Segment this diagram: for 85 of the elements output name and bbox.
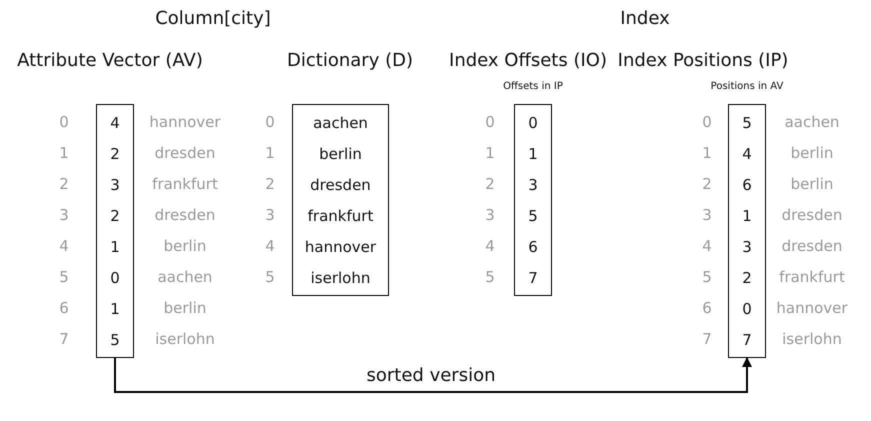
row-index: 2	[265, 174, 275, 194]
row-label: berlin	[790, 143, 834, 163]
row-index: 1	[702, 143, 712, 163]
cell-value: 5	[109, 330, 121, 350]
row-index: 2	[485, 174, 495, 194]
row-index: 5	[59, 267, 69, 287]
cell-value: hannover	[304, 237, 378, 257]
cell-value: 5	[741, 113, 753, 133]
row-index: 4	[485, 236, 495, 256]
column-subheading: Offsets in IP	[503, 81, 563, 92]
cell-value: 3	[741, 237, 753, 257]
row-index: 3	[485, 205, 495, 225]
row-label: hannover	[149, 112, 221, 132]
cell-value: frankfurt	[306, 206, 374, 226]
row-index: 6	[702, 298, 712, 318]
cell-value: 1	[109, 299, 121, 319]
column-heading: Index Positions (IP)	[618, 50, 788, 71]
column-heading: Attribute Vector (AV)	[17, 50, 203, 71]
row-label: dresden	[154, 143, 216, 163]
cell-value: 1	[527, 144, 539, 164]
row-label: dresden	[154, 205, 216, 225]
row-label: iserlohn	[782, 329, 842, 349]
row-index: 4	[59, 236, 69, 256]
column-heading: Dictionary (D)	[287, 50, 413, 71]
cell-value: 0	[109, 268, 121, 288]
row-index: 1	[265, 143, 275, 163]
row-label: berlin	[164, 236, 206, 256]
row-label: frankfurt	[152, 174, 218, 194]
cell-value: 6	[527, 237, 539, 257]
cell-value: 2	[109, 206, 121, 226]
column-box	[292, 104, 389, 296]
cell-value: 7	[741, 330, 753, 350]
row-index: 5	[702, 267, 712, 287]
row-label: hannover	[776, 298, 848, 318]
cell-value: dresden	[309, 175, 372, 195]
row-index: 2	[702, 174, 712, 194]
arrow	[114, 357, 752, 393]
row-label: dresden	[782, 205, 842, 225]
row-index: 0	[485, 112, 495, 132]
group-title: Column[city]	[155, 8, 271, 29]
row-label: aachen	[158, 267, 212, 287]
row-index: 2	[59, 174, 69, 194]
cell-value: 2	[109, 144, 121, 164]
row-index: 5	[265, 267, 275, 287]
column-subheading: Positions in AV	[710, 81, 784, 92]
row-index: 0	[265, 112, 275, 132]
cell-value: berlin	[318, 144, 363, 164]
row-label: berlin	[790, 174, 834, 194]
row-index: 3	[265, 205, 275, 225]
row-index: 1	[485, 143, 495, 163]
cell-value: 0	[741, 299, 753, 319]
cell-value: 4	[109, 113, 121, 133]
cell-value: iserlohn	[310, 268, 372, 288]
row-index: 3	[59, 205, 69, 225]
group-title: Index	[620, 8, 670, 29]
column-box	[514, 104, 552, 296]
cell-value: 3	[527, 175, 539, 195]
row-label: frankfurt	[779, 267, 845, 287]
row-label: iserlohn	[155, 329, 215, 349]
cell-value: aachen	[312, 113, 369, 133]
cell-value: 5	[527, 206, 539, 226]
cell-value: 6	[741, 175, 753, 195]
column-heading: Index Offsets (IO)	[449, 50, 607, 71]
row-label: berlin	[164, 298, 206, 318]
row-index: 6	[59, 298, 69, 318]
row-index: 0	[59, 112, 69, 132]
column-box	[728, 104, 766, 358]
cell-value: 3	[109, 175, 121, 195]
cell-value: 4	[741, 144, 753, 164]
row-index: 0	[702, 112, 712, 132]
row-index: 4	[265, 236, 275, 256]
cell-value: 1	[741, 206, 753, 226]
cell-value: 0	[527, 113, 539, 133]
row-index: 1	[59, 143, 69, 163]
column-box	[96, 104, 134, 358]
row-label: dresden	[782, 236, 842, 256]
row-index: 4	[702, 236, 712, 256]
cell-value: 2	[741, 268, 753, 288]
row-label: aachen	[784, 112, 840, 132]
cell-value: 7	[527, 268, 539, 288]
cell-value: 1	[109, 237, 121, 257]
row-index: 7	[59, 329, 69, 349]
row-index: 5	[485, 267, 495, 287]
row-index: 7	[702, 329, 712, 349]
row-index: 3	[702, 205, 712, 225]
